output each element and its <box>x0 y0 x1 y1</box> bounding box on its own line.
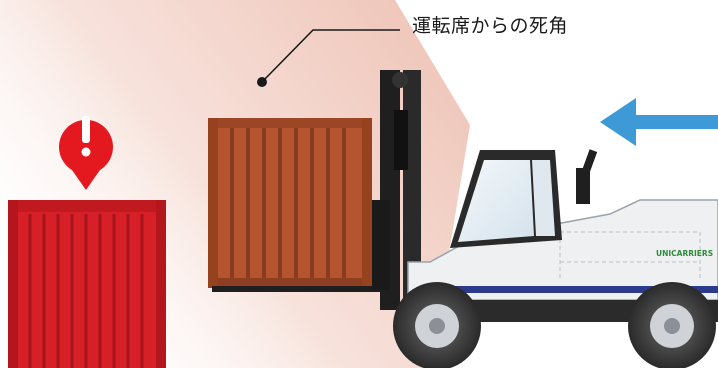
fork <box>212 286 394 292</box>
blind-spot-label: 運転席からの死角 <box>412 15 569 37</box>
callout-leader <box>257 29 400 87</box>
forklift-brand-label: UNICARRIERS <box>656 249 714 258</box>
exclamation-warning-icon <box>59 116 113 190</box>
front-wheel <box>393 282 481 368</box>
carried-container <box>208 118 372 288</box>
arrow-left-icon <box>600 98 718 146</box>
hidden-container <box>8 200 166 368</box>
forklift-cab <box>450 149 598 248</box>
rear-wheel <box>628 282 716 368</box>
